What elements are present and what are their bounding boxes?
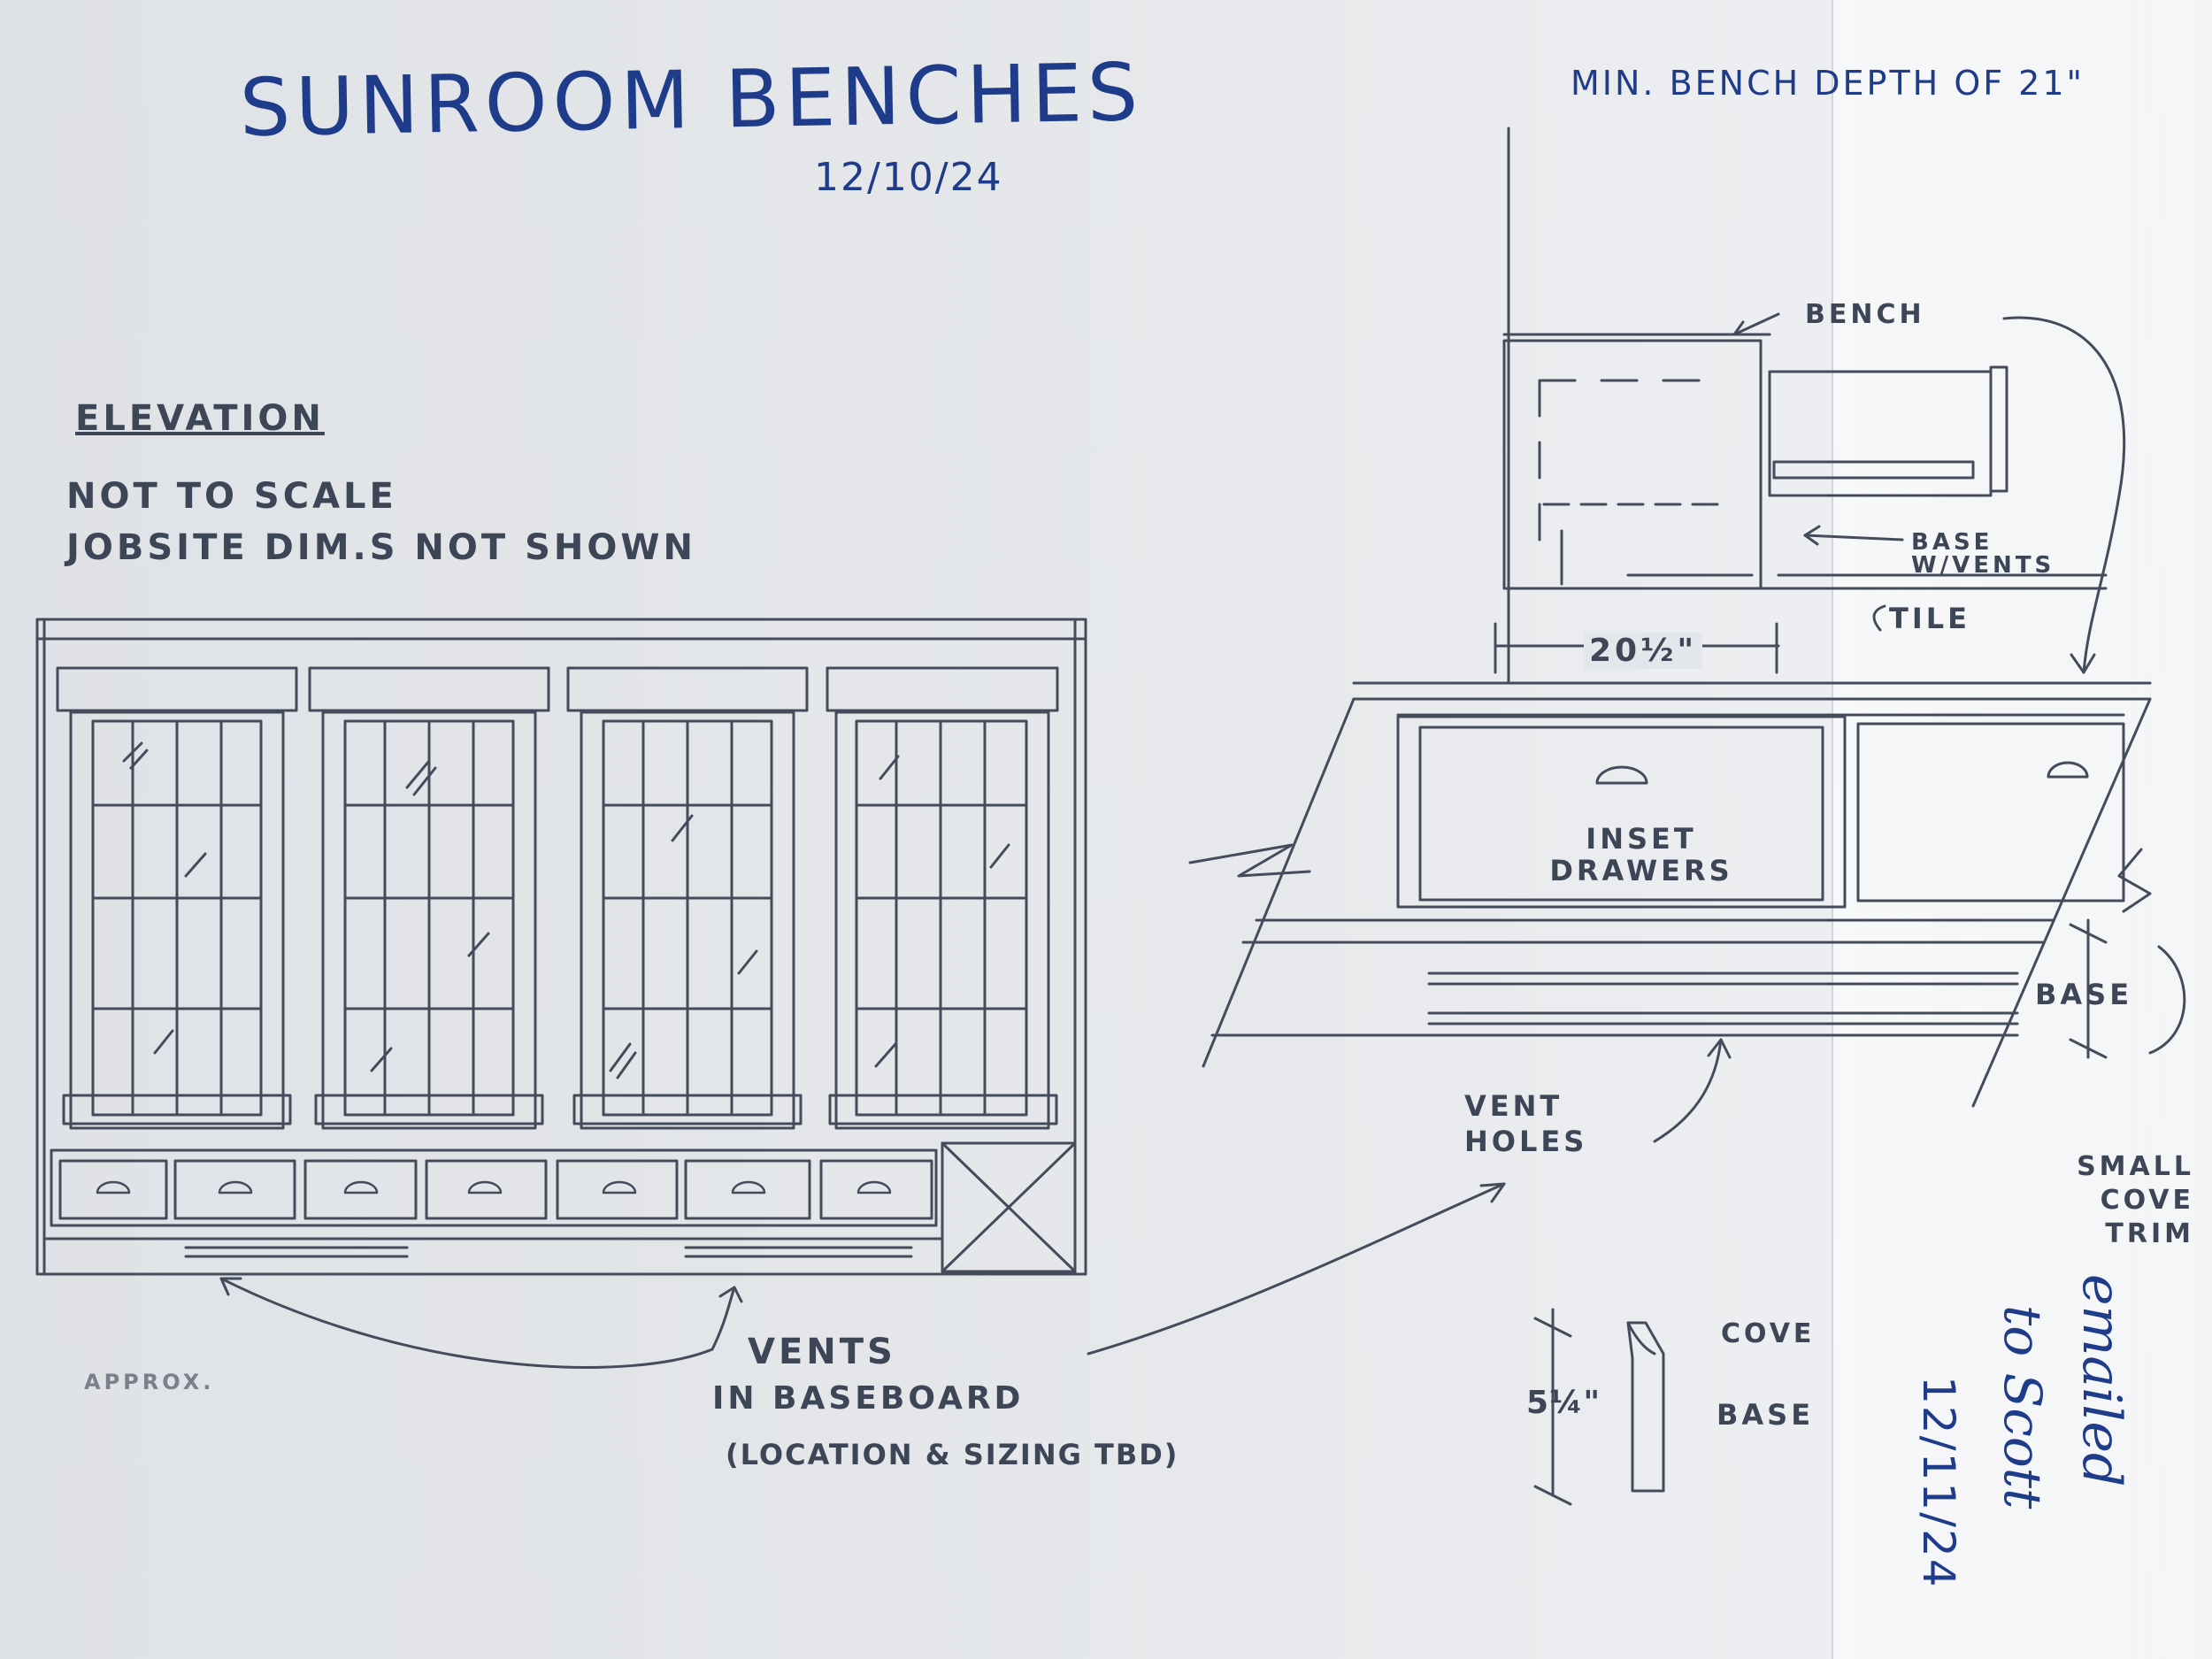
base-label: BASE [2035, 978, 2133, 1011]
emailed-note-line1: emailed [2070, 1274, 2132, 1487]
vents-label-line2: IN BASEBOARD [712, 1380, 1025, 1417]
window-3 [566, 666, 809, 1130]
emailed-date: 12/11/24 [1913, 1376, 1964, 1589]
window-2 [308, 666, 550, 1130]
vent-holes-label: VENT HOLES [1464, 1089, 1588, 1158]
bench-arrow [2002, 316, 2126, 674]
small-cove-trim-label: SMALL COVE TRIM [2077, 1151, 2194, 1249]
detail-base-label: BASE [1717, 1398, 1815, 1432]
page-title: SUNROOM BENCHES [239, 46, 1144, 155]
section-dimension: 20½" [1584, 633, 1703, 669]
trim-detail [1533, 1308, 1665, 1506]
bench-label: BENCH [1805, 299, 1925, 330]
elevation-note-dims: JOBSITE DIM.S NOT SHOWN [66, 527, 696, 568]
base-vents-label: BASE W/VENTS [1911, 529, 2055, 579]
drawer-pull-icon [1595, 765, 1648, 785]
min-depth-note: MIN. BENCH DEPTH OF 21" [1571, 64, 2085, 103]
detail-dimension: 5¼" [1526, 1385, 1601, 1421]
section-drawing [1188, 127, 2186, 1143]
inset-drawer [1418, 726, 1824, 902]
vent-holes-arrow [1653, 1038, 1723, 1143]
tile-label: TILE [1889, 602, 1970, 635]
approx-label: APPROX. [84, 1370, 215, 1394]
vent-arrow-left [219, 1277, 714, 1369]
detail-cove-label: COVE [1721, 1318, 1816, 1349]
vent-arrow-mid [710, 1286, 736, 1351]
emailed-note-line2: to Scott [1993, 1305, 2053, 1509]
elevation-note-scale: NOT TO SCALE [66, 476, 397, 517]
filler-panel [941, 1141, 1077, 1273]
bench-box [1502, 339, 1763, 590]
vents-label-line1: VENTS [748, 1332, 896, 1372]
drawer-band [50, 1148, 938, 1227]
paper-fold [1832, 0, 2212, 1659]
elevation-frame [35, 618, 1087, 1276]
inset-drawers-label: INSET DRAWERS [1549, 822, 1733, 887]
elevation-heading: ELEVATION [75, 398, 325, 439]
window-4 [826, 666, 1059, 1130]
window-1 [56, 666, 298, 1130]
vents-label-line3: (LOCATION & SIZING TBD) [726, 1438, 1179, 1471]
elevation-drawing [35, 618, 1506, 1369]
vent-arrow-right [1087, 1182, 1506, 1356]
title-date: 12/10/24 [814, 155, 1003, 200]
